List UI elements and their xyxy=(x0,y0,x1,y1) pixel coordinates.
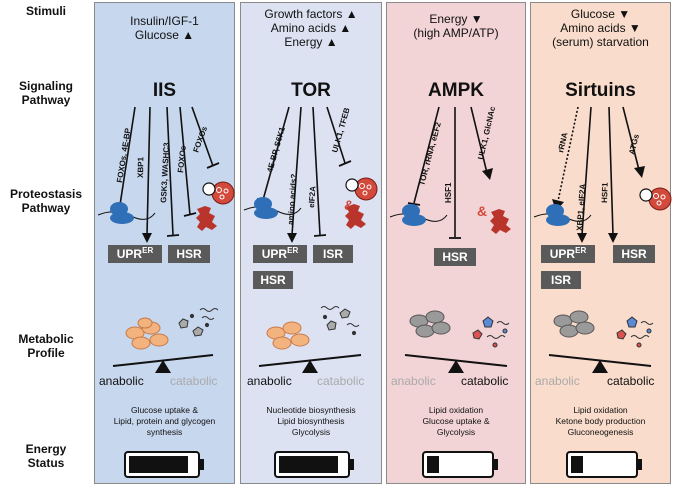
hsr-box: HSR xyxy=(434,248,476,266)
ampk-arrows: TOR, rRNA, eEF2 HSF1 ULK1, GlcNAc & xyxy=(389,105,511,478)
stress-granule-icon xyxy=(639,187,672,211)
ribosome-icon xyxy=(389,204,448,226)
panel-ampk: Energy ▼(high AMP/ATP) AMPK TOR, rRNA, e… xyxy=(386,2,526,484)
metabolic-description: Glucose uptake &Lipid, protein and glyco… xyxy=(113,405,216,437)
ribosome-icon xyxy=(533,204,592,226)
upr-er-box: UPRER xyxy=(541,245,595,263)
pathway-name-tor: TOR xyxy=(291,80,331,101)
battery-level xyxy=(427,456,439,473)
catabolic-cells-icon xyxy=(409,310,451,338)
anabolic-cells-icon xyxy=(266,321,310,350)
protein-aggregate-icon xyxy=(490,209,511,234)
arrow-label: 4E-BP, S6K1 xyxy=(265,125,287,173)
arrow-label: eIF2A xyxy=(307,186,318,209)
catabolic-label: catabolic xyxy=(607,374,655,388)
isr-box: ISR xyxy=(541,271,581,289)
row-label-stimuli: Stimuli xyxy=(25,4,66,18)
battery-icon xyxy=(566,451,642,478)
metabolite-icon xyxy=(178,308,219,337)
isr-box: ISR xyxy=(313,245,353,263)
balance-icon xyxy=(404,354,508,373)
metabolite-icon xyxy=(320,306,360,336)
metabolite-icon xyxy=(472,316,510,348)
metabolite-icon xyxy=(616,316,654,348)
balance-icon xyxy=(112,354,214,373)
protein-aggregate-icon xyxy=(345,204,366,229)
arrow-label: GSK3, WASHC3 xyxy=(159,142,171,203)
panel-sirtuins: Glucose ▼Amino acids ▼(serum) starvation… xyxy=(530,2,672,484)
arrow-label: HSF1 xyxy=(444,182,453,203)
catabolic-cells-icon xyxy=(553,310,595,338)
battery-icon xyxy=(274,451,354,478)
anabolic-cells-icon xyxy=(125,317,169,350)
stimuli-sirtuins: Glucose ▼Amino acids ▼(serum) starvation xyxy=(552,7,649,49)
iis-arrows: FOXOs, 4E-BP XBP1 GSK3, WASHC3 FOXOs FOX… xyxy=(97,106,235,478)
stress-granule-icon xyxy=(345,177,378,201)
upr-er-box: UPRER xyxy=(253,245,307,263)
catabolic-label: catabolic xyxy=(461,374,509,388)
catabolic-label: catabolic xyxy=(170,374,218,388)
hsr-box: HSR xyxy=(168,245,210,263)
pathway-name-sirtuins: Sirtuins xyxy=(565,80,636,101)
battery-level xyxy=(129,456,188,473)
hsr-box: HSR xyxy=(613,245,655,263)
anabolic-label: anabolic xyxy=(99,374,144,388)
battery-level xyxy=(571,456,583,473)
battery-icon xyxy=(124,451,204,478)
hsr-box: HSR xyxy=(253,271,293,289)
panel-tor: Growth factors ▲Amino acids ▲Energy ▲ TO… xyxy=(240,2,382,484)
arrow-label: FOXOs, 4E-BP xyxy=(115,127,133,184)
stimuli-tor: Growth factors ▲Amino acids ▲Energy ▲ xyxy=(264,7,358,49)
battery-icon xyxy=(422,451,498,478)
anabolic-label: anabolic xyxy=(391,374,436,388)
sirtuins-arrows: rRNA XBP1, eIF2A HSF1 ATGs xyxy=(533,106,672,478)
balance-icon xyxy=(548,354,652,373)
ampersand-label: & xyxy=(477,203,487,219)
arrow-label: HSF1 xyxy=(600,182,610,203)
arrow-label: amino acids? xyxy=(286,173,299,225)
arrow-label: TOR, rRNA, eEF2 xyxy=(417,121,443,187)
anabolic-label: anabolic xyxy=(535,374,580,388)
tor-arrows: 4E-BP, S6K1 amino acids? eIF2A ULK1, TFE… xyxy=(243,106,378,478)
pathway-name-iis: IIS xyxy=(152,80,177,101)
pathway-name-ampk: AMPK xyxy=(428,80,484,101)
arrow-label: FOXOs xyxy=(176,145,188,173)
balance-icon xyxy=(258,354,362,373)
ribosome-icon xyxy=(97,202,156,224)
arrow-label: XBP1, eIF2A xyxy=(575,183,587,231)
arrow-label: ULK1, TFEB xyxy=(330,106,351,153)
arrow-label: XBP1 xyxy=(136,156,145,178)
stimuli-ampk: Energy ▼(high AMP/ATP) xyxy=(413,12,499,40)
arrow-label: ULK1, GlcNAc xyxy=(476,105,497,160)
battery-level xyxy=(279,456,338,473)
ribosome-icon xyxy=(243,197,302,219)
upr-er-box: UPRER xyxy=(108,245,162,263)
catabolic-label: catabolic xyxy=(317,374,365,388)
arrow-label: ATGs xyxy=(627,133,641,156)
anabolic-label: anabolic xyxy=(247,374,292,388)
protein-aggregate-icon xyxy=(196,206,217,231)
arrow-label: rRNA xyxy=(556,131,569,153)
stress-granule-icon xyxy=(202,181,235,205)
ampersand-label: & xyxy=(344,197,354,213)
